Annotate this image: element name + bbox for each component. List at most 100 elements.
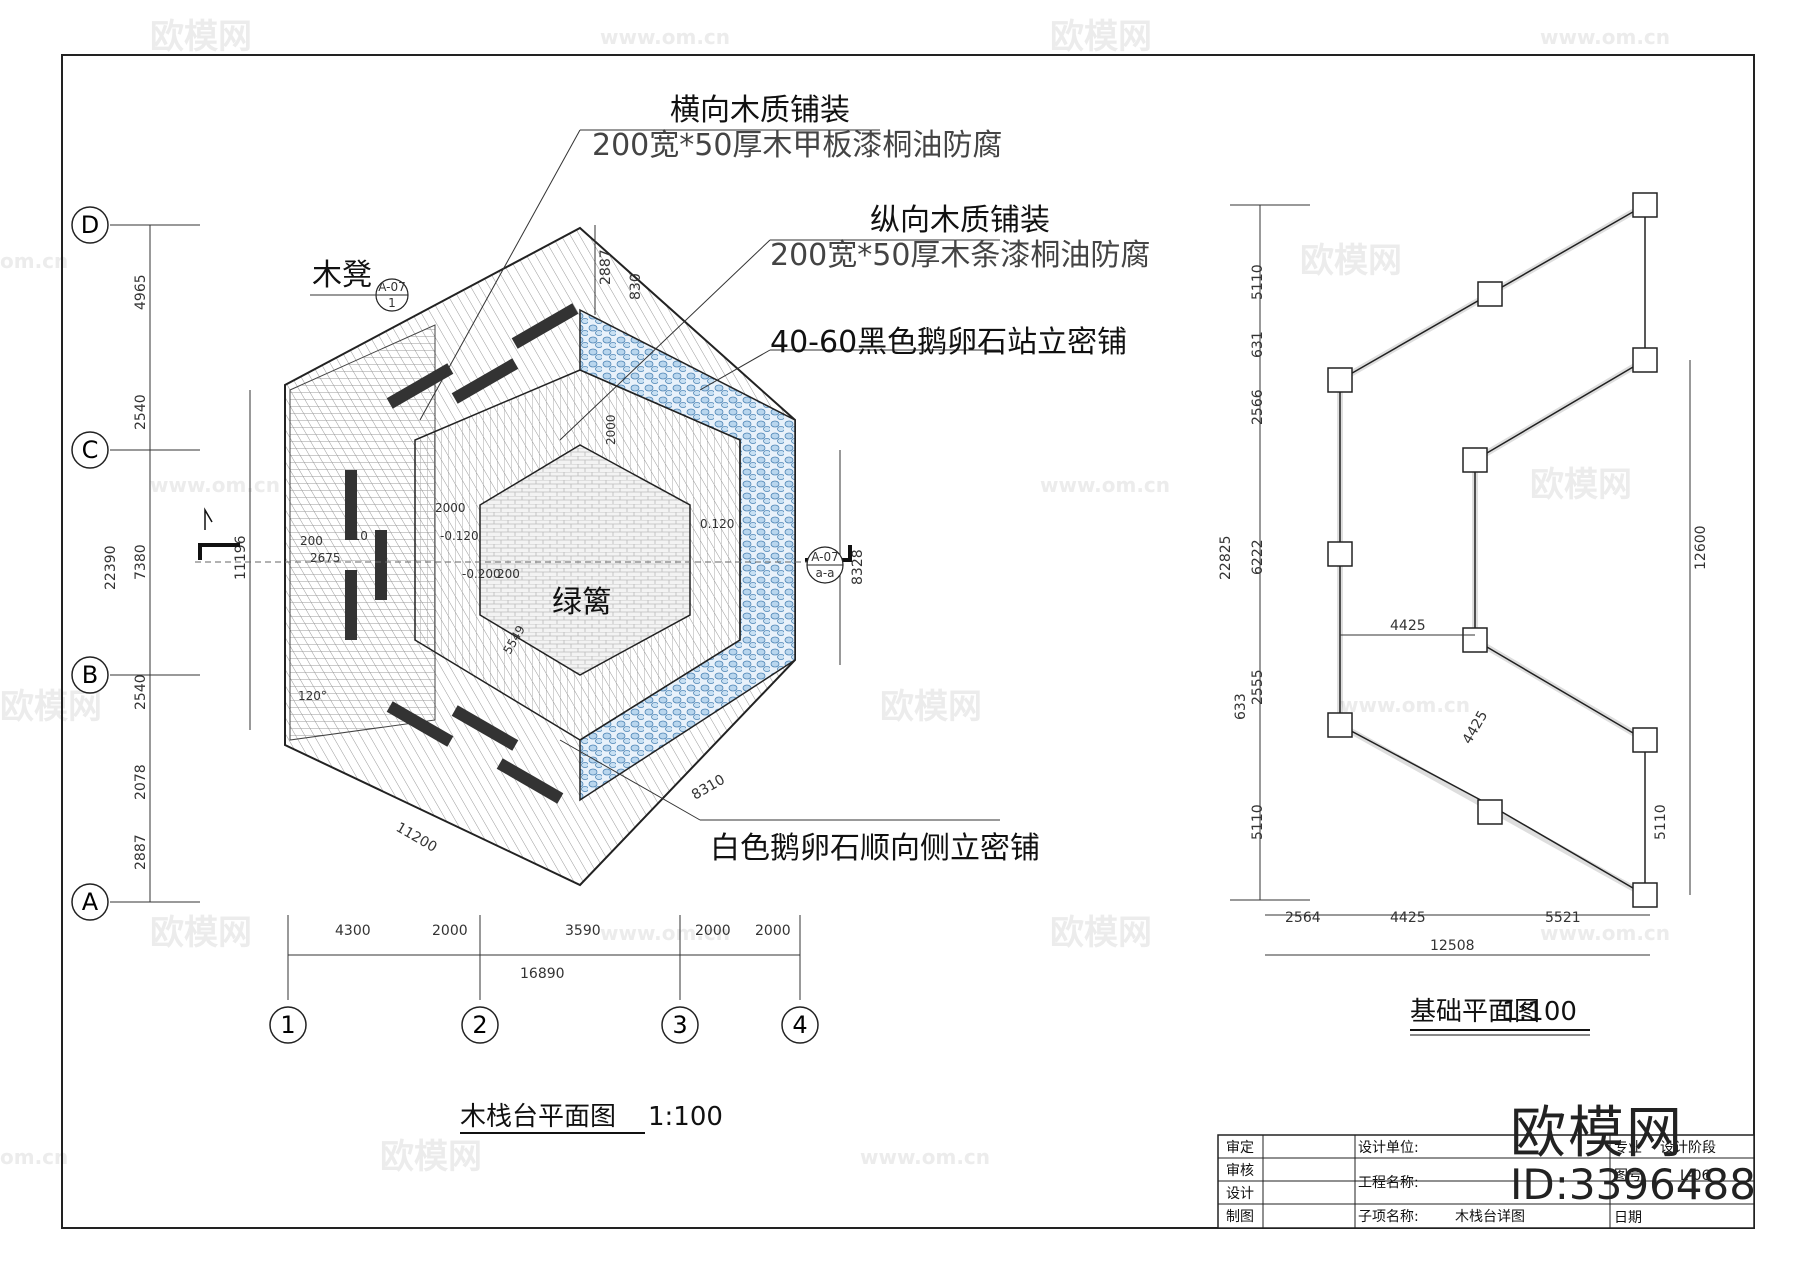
watermark-brand: 欧模网 [0, 687, 102, 727]
watermark-brand: 欧模网 [1050, 17, 1152, 57]
horizontal-wood-panel [289, 324, 436, 741]
dim-text: 5110 [1653, 804, 1669, 840]
watermark-brand: 欧模网 [380, 1137, 482, 1177]
dim-text: 310 [345, 529, 368, 543]
dim-text: 12600 [1693, 525, 1709, 570]
tb-sub-item: 子项名称: [1358, 1209, 1419, 1225]
dim-text: 2000 [755, 923, 791, 939]
level-mark: -0.200 [462, 567, 501, 581]
tb-major: 专业 [1614, 1140, 1642, 1156]
tb-project-name: 工程名称: [1358, 1175, 1419, 1191]
dim-text: 6222 [1250, 539, 1266, 575]
foundation-outer [1339, 203, 1646, 897]
dim-text: 2000 [695, 923, 731, 939]
dim-text: 7380 [133, 544, 149, 580]
dim-text: 631 [1250, 331, 1266, 358]
wood-deck-plan: D C B A 1 2 3 4 4965 2540 7380 2540 2078… [71, 93, 1150, 1134]
dim-text: 200 [497, 567, 520, 581]
grid-bubble-rows: D C B A [71, 206, 109, 921]
angle-mark: 120° [298, 689, 327, 703]
watermark-url: www.om.cn [1540, 25, 1670, 49]
grid-row-a: A [82, 888, 99, 916]
bench [511, 303, 579, 349]
horizontal-wood-title: 横向木质铺装 [670, 93, 850, 128]
dim-text: 5521 [1545, 910, 1581, 926]
dim-text: 2078 [133, 764, 149, 800]
brand-id: ID:3396488 [1510, 1160, 1756, 1209]
dim-text: 2564 [1285, 910, 1321, 926]
section-id: a-a [815, 566, 834, 580]
bench [451, 705, 519, 751]
tb-design-unit: 设计单位: [1358, 1140, 1419, 1156]
tb-sub-item-value: 木栈台详图 [1455, 1209, 1525, 1225]
dim-text: 200 [300, 534, 323, 548]
dim-text: 2540 [133, 394, 149, 430]
dim-text: 2675 [310, 551, 341, 565]
bench [345, 570, 357, 640]
left-plan-title-text: 木栈台平面图 [460, 1102, 616, 1132]
brand-logo: 欧模网 [1510, 1101, 1684, 1166]
tb-row-label: 审定 [1226, 1140, 1254, 1156]
tb-row-label: 制图 [1226, 1209, 1254, 1225]
bench-label: 木凳 [312, 258, 372, 293]
level-mark: 0.120 [700, 517, 734, 531]
title-block: 审定 审核 设计 制图 设计单位: 工程名称: 子项名称: 木栈台详图 专业 设… [1217, 1134, 1755, 1229]
black-cobble-note: 40-60黑色鹅卵石站立密铺 [770, 325, 1127, 360]
watermark-url: www.om.cn [600, 921, 730, 945]
grid-row-c: C [82, 436, 99, 464]
white-cobble-note: 白色鹅卵石顺向侧立密铺 [710, 831, 1040, 866]
dim-text: 4965 [133, 274, 149, 310]
dim-diag: 11200 [393, 820, 440, 856]
dim-text: 3590 [565, 923, 601, 939]
foundation-dimensions: 5110 631 2566 6222 2555 633 5110 22825 1… [1218, 264, 1709, 954]
right-plan-title: 基础平面图 1:100 [1410, 997, 1590, 1036]
tb-drawing-no: L-06 [1680, 1168, 1711, 1184]
foundation-dim-lines [1230, 204, 1691, 956]
section-ref-bubble: A-07 a-a [806, 546, 844, 584]
dim-text: 4300 [335, 923, 371, 939]
grid-row-d: D [81, 211, 99, 239]
right-plan-scale: 1:100 [1502, 997, 1577, 1027]
dim-text: 2566 [1250, 389, 1266, 425]
dim-text: 2000 [604, 414, 618, 445]
watermark-brand: 欧模网 [1300, 241, 1402, 281]
watermark-url: www.om.cn [1540, 921, 1670, 945]
left-dimensions: 4965 2540 7380 2540 2078 2887 22390 1119… [103, 249, 866, 870]
watermark-brand: 欧模网 [880, 687, 982, 727]
grid-row-b: B [82, 661, 98, 689]
dim-bottom-total: 16890 [520, 966, 565, 982]
bench [386, 701, 454, 747]
sheet-border [61, 54, 1755, 1229]
watermark-url: www.om.cn [860, 1145, 990, 1169]
bench [375, 530, 387, 600]
watermark-url: om.cn [0, 249, 68, 273]
tb-row-label: 审核 [1226, 1163, 1254, 1179]
watermark-brand: 欧模网 [1050, 913, 1152, 953]
grid-col-2: 2 [472, 1011, 487, 1039]
bench [345, 470, 357, 540]
tb-row-label: 设计 [1226, 1186, 1254, 1202]
dim-total: 22390 [103, 545, 119, 590]
dim-diag: 8310 [689, 772, 728, 804]
dim-text: 633 [1233, 693, 1249, 720]
bench [451, 358, 519, 404]
tb-date-label: 日期 [1614, 1210, 1642, 1226]
left-plan-scale: 1:100 [648, 1102, 723, 1132]
bench-num: 1 [388, 296, 396, 310]
dim-inner-height: 11196 [233, 535, 249, 580]
watermark-brand: 欧模网 [150, 913, 252, 953]
tb-design-stage: 设计阶段 [1660, 1140, 1716, 1156]
section-cut-left [198, 507, 240, 560]
grid-col-3: 3 [672, 1011, 687, 1039]
dim-text: 830 [628, 273, 644, 300]
left-plan-title: 木栈台平面图 1:100 [460, 1102, 723, 1134]
leader-lines [310, 129, 1000, 821]
dim-text: 2555 [1250, 669, 1266, 705]
grid-bubble-cols: 1 2 3 4 [269, 1006, 819, 1044]
horizontal-wood-spec: 200宽*50厚木甲板漆桐油防腐 [592, 128, 1002, 163]
foundation-beam [1337, 202, 1647, 898]
dim-text: 2540 [133, 674, 149, 710]
pile-caps [1327, 192, 1658, 908]
dim-right-total: 8328 [850, 549, 866, 585]
